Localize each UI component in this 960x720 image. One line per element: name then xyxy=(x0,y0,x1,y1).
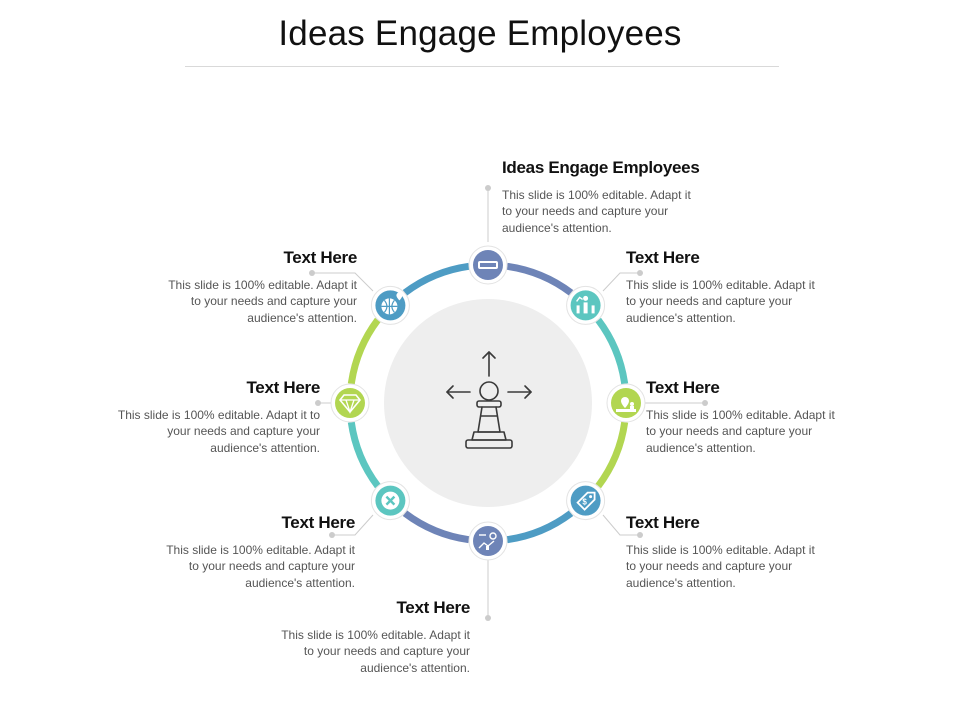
node-fill-1 xyxy=(473,250,503,280)
node-7 xyxy=(330,383,370,423)
label-item-7: Text Here This slide is 100% editable. A… xyxy=(105,378,320,456)
label-item-1: Ideas Engage Employees This slide is 100… xyxy=(502,158,732,236)
chess-pawn-arrows-icon xyxy=(446,351,532,449)
label-item-8: Text Here This slide is 100% editable. A… xyxy=(152,248,357,326)
title-divider xyxy=(185,66,779,67)
label-item-6: Text Here This slide is 100% editable. A… xyxy=(150,513,355,591)
item-6-body: This slide is 100% editable. Adapt it to… xyxy=(166,543,355,590)
ring-arc-8 xyxy=(402,262,470,296)
ring xyxy=(347,262,629,544)
connector-dot-5 xyxy=(485,615,491,621)
connector-dot-4 xyxy=(637,532,643,538)
node-8 xyxy=(370,285,410,325)
label-item-2: Text Here This slide is 100% editable. A… xyxy=(626,248,831,326)
node-6 xyxy=(370,481,410,521)
connector-dot-1 xyxy=(485,185,491,191)
connectors xyxy=(309,185,708,621)
ring-arc-7 xyxy=(347,317,381,385)
item-7-heading: Text Here xyxy=(246,378,320,397)
ring-arc-5 xyxy=(402,510,470,544)
node-1 xyxy=(468,245,508,285)
connector-dot-6 xyxy=(329,532,335,538)
label-item-3: Text Here This slide is 100% editable. A… xyxy=(646,378,851,456)
item-3-heading: Text Here xyxy=(646,378,720,397)
node-3 xyxy=(606,383,646,423)
connector-line-2 xyxy=(602,272,640,292)
node-fill-5 xyxy=(473,526,503,556)
price-tag-icon: $ xyxy=(576,491,596,511)
item-5-body: This slide is 100% editable. Adapt it to… xyxy=(281,628,470,675)
item-7-body: This slide is 100% editable. Adapt it to… xyxy=(117,408,320,455)
item-3-body: This slide is 100% editable. Adapt it to… xyxy=(646,408,835,455)
ring-arc-1 xyxy=(506,262,574,296)
connector-line-4 xyxy=(602,514,640,536)
ring-arc-3 xyxy=(595,421,629,489)
connector-dot-3 xyxy=(702,400,708,406)
ring-arc-6 xyxy=(347,421,381,489)
node-2 xyxy=(566,285,606,325)
slide-title: Ideas Engage Employees xyxy=(278,14,682,53)
label-item-4: Text Here This slide is 100% editable. A… xyxy=(626,513,831,591)
team-growth-icon xyxy=(576,295,595,314)
svg-text:$: $ xyxy=(582,498,587,507)
item-1-heading: Ideas Engage Employees xyxy=(502,158,700,177)
item-8-body: This slide is 100% editable. Adapt it to… xyxy=(168,278,357,325)
item-5-heading: Text Here xyxy=(396,598,470,617)
node-fill-7 xyxy=(335,388,365,418)
global-location-icon xyxy=(381,292,403,315)
node-4: $ xyxy=(566,481,606,521)
item-2-heading: Text Here xyxy=(626,248,700,267)
minus-circle-icon xyxy=(478,261,498,269)
item-4-body: This slide is 100% editable. Adapt it to… xyxy=(626,543,815,590)
item-1-body: This slide is 100% editable. Adapt it to… xyxy=(502,188,691,235)
center-disc xyxy=(384,299,592,507)
item-8-heading: Text Here xyxy=(283,248,357,267)
nodes: $ xyxy=(330,245,646,561)
connector-dot-8 xyxy=(309,270,315,276)
connector-dot-2 xyxy=(637,270,643,276)
label-item-5: Text Here This slide is 100% editable. A… xyxy=(265,598,470,676)
item-6-heading: Text Here xyxy=(281,513,355,532)
location-people-icon xyxy=(616,397,636,412)
item-2-body: This slide is 100% editable. Adapt it to… xyxy=(626,278,815,325)
connector-line-6 xyxy=(332,514,374,536)
close-x-icon xyxy=(381,491,400,510)
connector-line-8 xyxy=(312,272,374,292)
node-5 xyxy=(468,521,508,561)
item-4-heading: Text Here xyxy=(626,513,700,532)
strategy-plan-icon xyxy=(478,532,497,550)
ring-arc-4 xyxy=(506,510,574,544)
ring-arc-2 xyxy=(595,317,629,385)
connector-dot-7 xyxy=(315,400,321,406)
diamond-icon xyxy=(338,394,362,415)
